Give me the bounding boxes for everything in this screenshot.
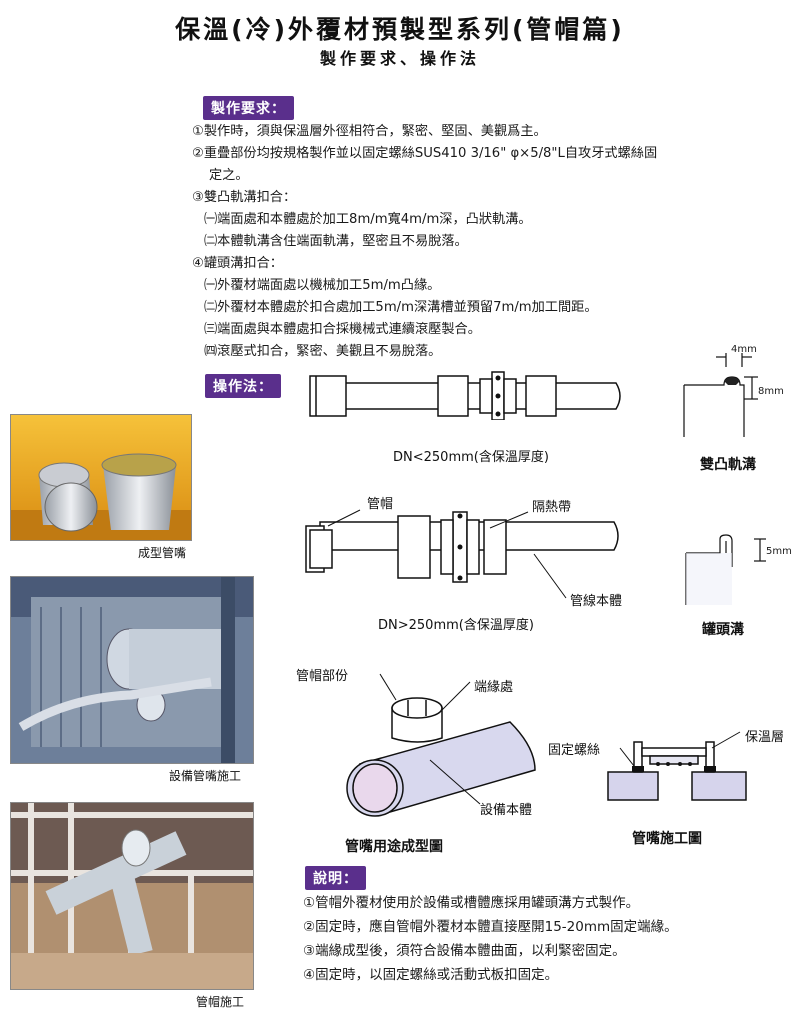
nozzle-forming-diagram <box>346 673 536 817</box>
requirement-line: ④罐頭溝扣合： <box>192 256 283 271</box>
requirement-line: ㈡本體軌溝含住端面軌溝，堅密且不易脫落。 <box>204 234 468 249</box>
requirements-tag: 製作要求： <box>203 96 294 120</box>
pipe-caption-small: DN<250mm(含保溫厚度) <box>393 450 549 465</box>
operation-tag: 操作法： <box>205 374 281 398</box>
groove2-height-dim: 5mm <box>766 546 792 557</box>
photo-caption: 設備管嘴施工 <box>169 769 242 783</box>
groove1-width-dim: 4mm <box>731 344 757 355</box>
requirement-line: ㈡外覆材本體處於扣合處加工5m/m深溝槽並預留7m/m加工間距。 <box>204 300 598 315</box>
pipe-caption-large: DN>250mm(含保溫厚度) <box>378 618 534 633</box>
edge-label: 端緣處 <box>474 680 514 695</box>
note-line: ②固定時，應自管帽外覆材本體直接壓開15-20mm固定端緣。 <box>303 919 678 935</box>
can-groove-diagram <box>685 534 766 605</box>
page-subtitle: 製作要求、操作法 <box>319 49 480 68</box>
insulation-layer-label: 保溫層 <box>745 730 785 745</box>
pipe-diagram-large <box>305 509 619 599</box>
screw-label: 固定螺絲 <box>548 743 601 758</box>
pipe-diagram-small <box>309 371 621 420</box>
note-line: ③端緣成型後，須符合設備本體曲面，以利緊密固定。 <box>303 943 626 959</box>
requirement-line: ①製作時，須與保溫層外徑相符合，緊密、堅固、美觀爲主。 <box>192 124 547 139</box>
requirement-line: ③雙凸軌溝扣合： <box>192 190 297 205</box>
photo-caption: 成型管嘴 <box>138 546 187 560</box>
nozzle-installation-diagram <box>607 731 747 801</box>
notes-tag: 說明： <box>305 866 366 890</box>
equipment-body-label: 設備本體 <box>480 803 533 818</box>
pipe-body-label: 管線本體 <box>570 594 623 609</box>
note-line: ④固定時，以固定螺絲或活動式板扣固定。 <box>303 967 559 983</box>
notes-list: ①管帽外覆材使用於設備或槽體應採用罐頭溝方式製作。 ②固定時，應自管帽外覆材本體… <box>303 891 678 987</box>
requirement-line: ㈢端面處與本體處扣合採機械式連續滾壓製合。 <box>204 322 481 337</box>
photo-caption: 管帽施工 <box>196 995 245 1009</box>
groove1-height-dim: 8mm <box>758 386 784 397</box>
install-caption: 管嘴施工圖 <box>632 831 702 847</box>
requirement-line: ㈠外覆材端面處以機械加工5m/m凸緣。 <box>204 278 441 293</box>
requirement-line: 定之。 <box>209 168 249 183</box>
requirement-line: ②重疊部份均按規格製作並以固定螺絲SUS410 3/16" φ×5/8"L自攻牙… <box>192 146 658 161</box>
nozzle-caption: 管嘴用途成型圖 <box>345 839 443 855</box>
photo-formed-nozzle <box>10 414 192 541</box>
double-convex-groove-diagram <box>683 353 758 437</box>
insulation-band-label: 隔熱帶 <box>532 500 572 515</box>
note-line: ①管帽外覆材使用於設備或槽體應採用罐頭溝方式製作。 <box>303 895 640 911</box>
requirement-line: ㈣滾壓式扣合，緊密、美觀且不易脫落。 <box>204 344 442 359</box>
groove2-caption: 罐頭溝 <box>702 622 744 638</box>
requirement-line: ㈠端面處和本體處於加工8m/m寬4m/m深，凸狀軌溝。 <box>204 212 532 227</box>
page-title: 保溫(冷)外覆材預製型系列(管帽篇) <box>175 15 625 44</box>
photo-equipment-nozzle-install <box>10 576 254 764</box>
photo-cap-install <box>10 802 254 990</box>
groove1-caption: 雙凸軌溝 <box>700 457 756 473</box>
requirements-list: ①製作時，須與保溫層外徑相符合，緊密、堅固、美觀爲主。 ②重疊部份均按規格製作並… <box>192 121 657 363</box>
cap-label: 管帽 <box>367 497 394 512</box>
cap-part-label: 管帽部份 <box>296 669 349 684</box>
